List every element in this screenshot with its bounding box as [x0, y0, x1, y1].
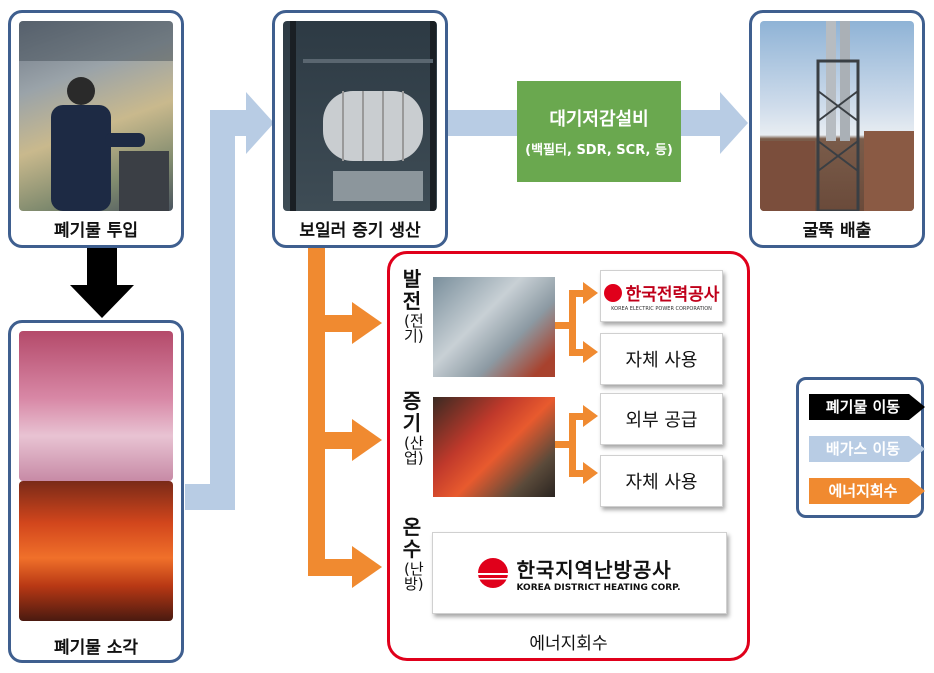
- waste-input-caption: 폐기물 투입: [53, 221, 139, 241]
- kepco-emblem-icon: [603, 283, 622, 302]
- kepco-logo: 한국전력공사: [603, 280, 720, 305]
- kdhc-name-en: KOREA DISTRICT HEATING CORP.: [516, 582, 681, 593]
- electricity-label: 발전 (전기): [399, 268, 425, 344]
- turbine-photo: [433, 277, 555, 377]
- waste-arrowhead: [70, 285, 134, 318]
- legend-black-arrow-icon: [809, 394, 925, 420]
- legend-waste-flow-label: 폐기물 이동: [825, 398, 901, 416]
- legend-flue-gas-flow-label: 배가스 이동: [825, 440, 901, 458]
- legend-flue-gas-flow: 배가스 이동: [809, 432, 927, 466]
- waste-input-card: 폐기물 투입: [8, 10, 184, 248]
- kepco-logo-box: 한국전력공사 KOREA ELECTRIC POWER CORPORATION: [600, 270, 723, 322]
- energy-arrowhead-kepco: [583, 282, 598, 304]
- stack-card: 굴뚝 배출: [749, 10, 925, 248]
- gas-arrow-boiler-to-apc: [448, 110, 518, 136]
- apc-detail: (백필터, SDR, SCR, 등): [525, 143, 673, 158]
- furnace-top-photo: [19, 331, 173, 481]
- incineration-caption: 폐기물 소각: [53, 638, 139, 658]
- energy-arrowhead-steam: [352, 419, 382, 461]
- energy-arrowhead-external-supply: [583, 405, 598, 427]
- furnace-flame-photo: [19, 481, 173, 621]
- energy-arrow-trunk: [308, 248, 325, 576]
- steam-label: 증기 (산업): [399, 390, 425, 466]
- kdhc-emblem-icon: [478, 558, 509, 588]
- steam-main: 증기: [402, 389, 422, 435]
- incineration-card: 폐기물 소각: [8, 320, 184, 663]
- kepco-name-ko: 한국전력공사: [625, 285, 720, 305]
- gas-arrowhead-to-boiler: [246, 92, 274, 154]
- kdhc-logo-box: 한국지역난방공사 KOREA DISTRICT HEATING CORP.: [432, 532, 727, 614]
- kdhc-name-ko: 한국지역난방공사: [516, 557, 672, 582]
- electricity-sub: (전기): [404, 312, 424, 345]
- energy-arrowhead-self-use-2: [583, 462, 598, 484]
- hot-water-label: 온수 (난방): [399, 516, 425, 592]
- stack-caption: 굴뚝 배출: [802, 221, 872, 241]
- electricity-main: 발전: [402, 267, 422, 313]
- external-supply-box: 외부 공급: [600, 393, 723, 445]
- legend: 폐기물 이동 배가스 이동 에너지회수: [796, 377, 927, 518]
- apc-title: 대기저감설비: [549, 109, 649, 130]
- gas-arrow-apc-to-stack: [681, 110, 723, 136]
- legend-energy-recovery-label: 에너지회수: [828, 482, 898, 500]
- boiler-card: 보일러 증기 생산: [272, 10, 448, 248]
- legend-energy-recovery: 에너지회수: [809, 474, 927, 508]
- energy-branch-electricity: [308, 315, 356, 332]
- self-use-box-2: 자체 사용: [600, 455, 723, 507]
- waste-arrow-shaft: [87, 248, 117, 288]
- energy-recovery-title: 에너지회수: [529, 634, 608, 654]
- boiler-illustration: [290, 21, 436, 211]
- hot-water-main: 온수: [402, 515, 422, 561]
- legend-orange-arrow-icon: [809, 478, 925, 504]
- energy-recovery-frame: 에너지회수: [387, 251, 750, 661]
- kepco-name-en: KOREA ELECTRIC POWER CORPORATION: [611, 306, 712, 312]
- energy-arrowhead-electricity: [352, 302, 382, 344]
- steam-sub: (산업): [404, 434, 424, 467]
- stack-photo: [760, 21, 914, 211]
- boiler-caption: 보일러 증기 생산: [299, 221, 421, 241]
- chimney-illustration: [760, 21, 914, 211]
- legend-blue-arrow-icon: [809, 436, 925, 462]
- energy-branch-hotwater: [308, 559, 356, 576]
- apc-box: 대기저감설비 (백필터, SDR, SCR, 등): [517, 81, 681, 182]
- energy-arrowhead-self-use-1: [583, 341, 598, 363]
- hot-water-sub: (난방): [404, 560, 424, 593]
- steam-equipment-photo: [433, 397, 555, 497]
- gas-arrow-segment-horizontal-top: [210, 110, 250, 136]
- gas-arrowhead-to-stack: [720, 92, 748, 154]
- energy-arrowhead-hotwater: [352, 546, 382, 588]
- boiler-photo: [283, 21, 437, 211]
- kdhc-text: 한국지역난방공사 KOREA DISTRICT HEATING CORP.: [516, 554, 680, 593]
- waste-input-photo: [19, 21, 173, 211]
- energy-branch-steam: [308, 432, 356, 449]
- gas-arrow-segment-vertical: [210, 110, 235, 510]
- operator-figure: [19, 21, 173, 211]
- self-use-box-1: 자체 사용: [600, 333, 723, 385]
- legend-waste-flow: 폐기물 이동: [809, 390, 927, 424]
